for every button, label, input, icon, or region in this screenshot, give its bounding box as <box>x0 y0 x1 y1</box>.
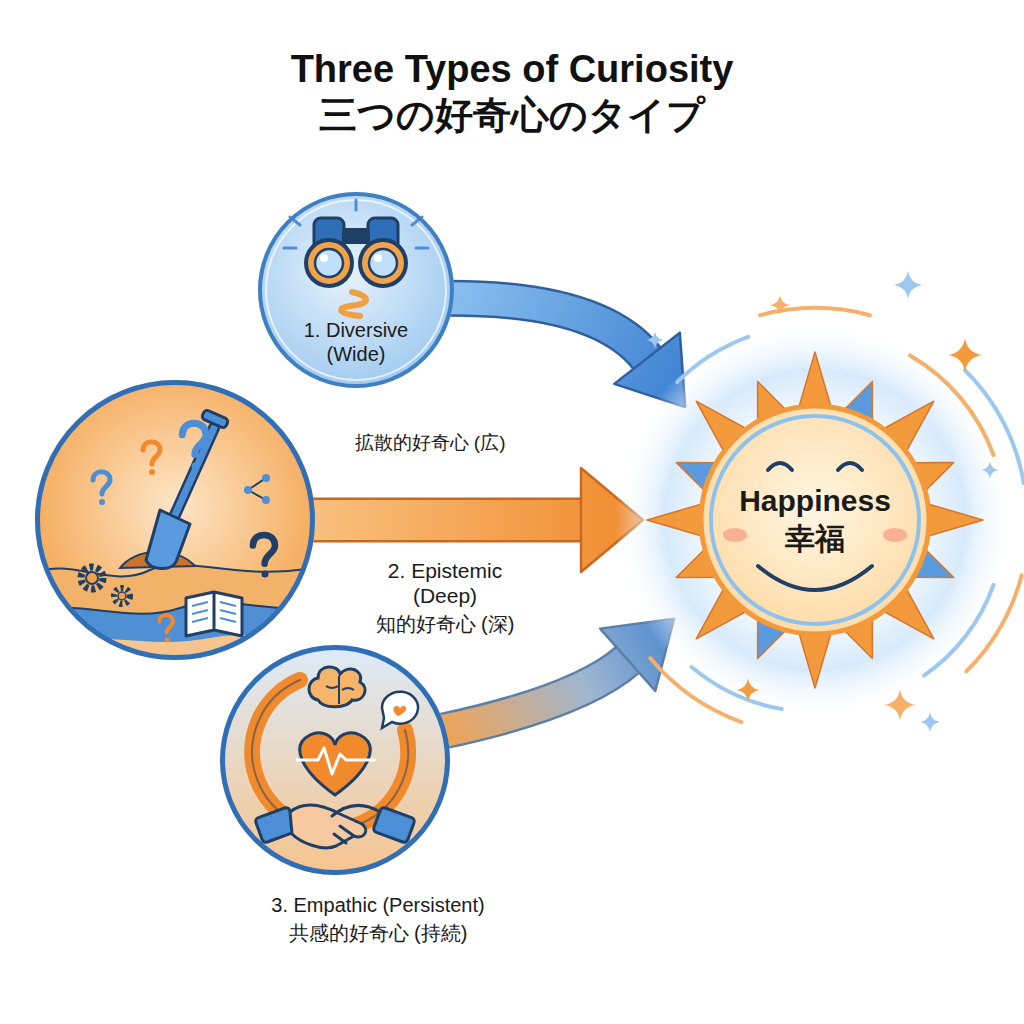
type-label: 3. Empathic (Persistent) <box>271 893 484 917</box>
arrow-shaft <box>311 500 581 540</box>
motion-arc <box>965 370 1024 483</box>
motion-arc <box>910 355 994 455</box>
sun-rays <box>647 352 983 688</box>
motion-arc <box>924 585 994 676</box>
arrow-shaft-outline <box>442 660 627 732</box>
shovel-icon <box>30 380 330 700</box>
type-label: 2. Epistemic (Deep) <box>370 558 520 608</box>
circle-outline <box>38 383 313 658</box>
japanese-label: 拡散的好奇心 (広) <box>355 432 506 455</box>
sun-label: 幸福 <box>785 521 845 557</box>
curiosity-circle: 2. Epistemic (Deep)知的好奇心 (深) <box>35 380 315 660</box>
arrow-connector <box>450 298 686 407</box>
arrow-shaft <box>450 298 647 358</box>
sparkles <box>647 271 999 732</box>
arrow-connector <box>442 619 674 732</box>
motion-arcs <box>650 308 1023 722</box>
circle-outline <box>260 194 452 386</box>
sun-icon <box>615 308 1024 722</box>
arrow-shaft-outline <box>450 298 647 358</box>
binoculars-icon <box>258 192 454 388</box>
motion-arc <box>760 308 870 315</box>
diagram-title: Three Types of Curiosity 三つの好奇心のタイプ <box>197 46 827 139</box>
arrow-shaft-outline <box>311 498 581 543</box>
motion-arc <box>650 658 741 722</box>
node-outline <box>35 380 315 660</box>
sun-outline <box>701 406 929 634</box>
happiness-sun: Happiness幸福 <box>645 350 985 690</box>
type-label: 1. Diversive (Wide) <box>286 318 426 366</box>
japanese-label: 知的好奇心 (深) <box>376 612 515 636</box>
curiosity-circle: 3. Empathic (Persistent)共感的好奇心 (持続) <box>220 645 450 875</box>
arrow-connector <box>311 468 643 572</box>
motion-arc <box>966 575 1021 671</box>
empathy-icon <box>220 645 450 875</box>
circle-outline <box>223 648 448 873</box>
japanese-label: 共感的好奇心 (持続) <box>289 921 468 945</box>
sun-label: Happiness <box>739 483 891 519</box>
node-outline <box>645 350 985 690</box>
arrow-shaft <box>442 660 627 732</box>
motion-arc <box>677 337 748 382</box>
node-outline <box>220 645 450 875</box>
curiosity-circle: 1. Diversive (Wide)拡散的好奇心 (広) <box>258 192 454 388</box>
